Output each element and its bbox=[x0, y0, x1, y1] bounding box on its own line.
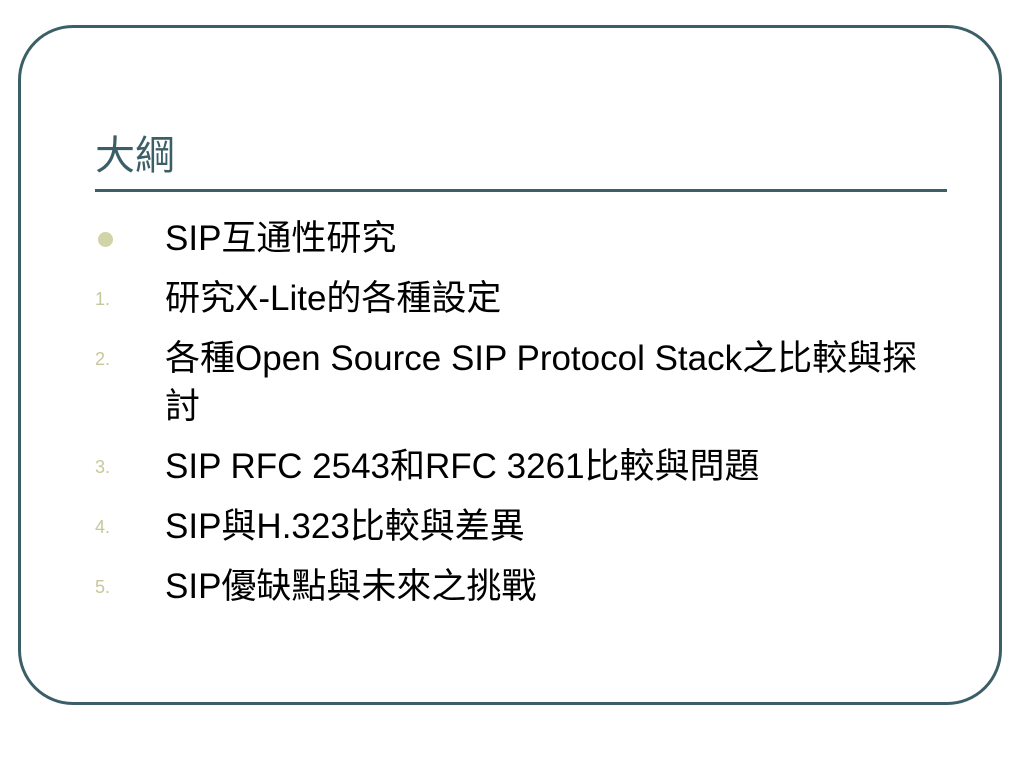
list-item-number: 2. bbox=[95, 349, 111, 369]
list-item-text: SIP RFC 2543和RFC 3261比較與問題 bbox=[165, 447, 760, 486]
list-item-text: SIP互通性研究 bbox=[165, 219, 397, 258]
list-item-text: 研究X-Lite的各種設定 bbox=[165, 279, 502, 318]
list-item: 3. SIP RFC 2543和RFC 3261比較與問題 bbox=[95, 443, 945, 491]
list-item: 5. SIP優缺點與未來之挑戰 bbox=[95, 563, 945, 611]
list-item-number: 4. bbox=[95, 517, 111, 537]
list-item-text: SIP優缺點與未來之挑戰 bbox=[165, 567, 537, 606]
list-item: SIP互通性研究 bbox=[95, 215, 945, 263]
slide-frame bbox=[18, 25, 1002, 705]
list-item-number: 5. bbox=[95, 577, 111, 597]
list-item-number: 1. bbox=[95, 289, 111, 309]
list-item-number: 3. bbox=[95, 457, 111, 477]
bullet-dot-icon bbox=[98, 232, 113, 247]
list-item: 1. 研究X-Lite的各種設定 bbox=[95, 275, 945, 323]
list-item: 4. SIP與H.323比較與差異 bbox=[95, 503, 945, 551]
title-divider bbox=[95, 189, 947, 192]
slide-title: 大綱 bbox=[95, 133, 175, 179]
list-item: 2. 各種Open Source SIP Protocol Stack之比較與探… bbox=[95, 335, 945, 431]
list-item-text: 各種Open Source SIP Protocol Stack之比較與探討 bbox=[165, 339, 918, 426]
list-item-text: SIP與H.323比較與差異 bbox=[165, 507, 525, 546]
outline-list: SIP互通性研究 1. 研究X-Lite的各種設定 2. 各種Open Sour… bbox=[95, 215, 945, 623]
